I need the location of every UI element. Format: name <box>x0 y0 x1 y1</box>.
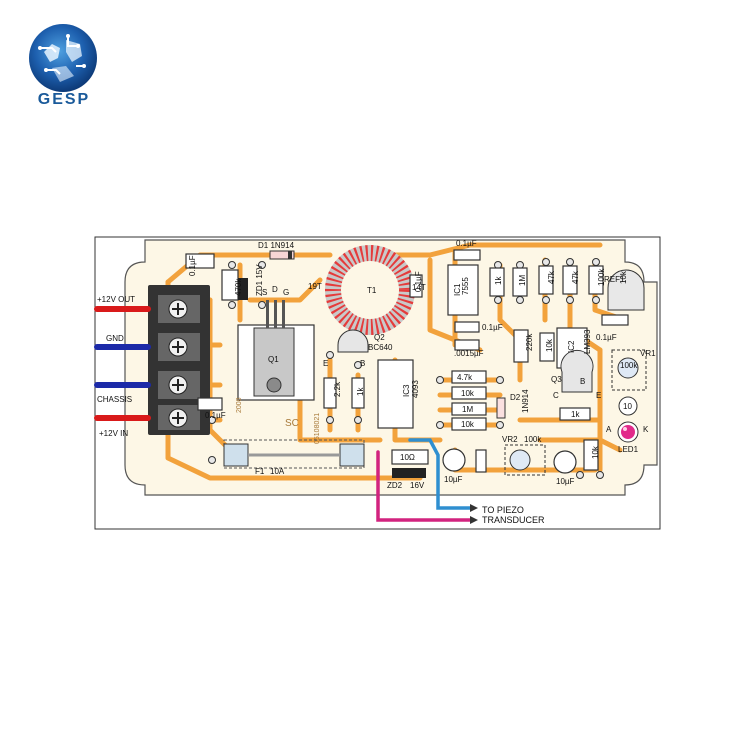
label-vr2-val: 100k <box>524 435 542 444</box>
toroid-t1 <box>325 245 415 335</box>
label-c01-c: 0.1µF <box>414 271 423 292</box>
label-q1-s: S <box>262 288 267 297</box>
label-c0015: .0015µF <box>454 349 484 358</box>
label-q1-d: D <box>272 285 278 294</box>
label-in: +12V IN <box>99 429 128 438</box>
label-q1: Q1 <box>268 355 279 364</box>
label-c10-t: 10 <box>623 402 632 411</box>
label-ic1-type: 7555 <box>461 277 470 295</box>
label-c01-a: 0.1µF <box>188 255 197 276</box>
piezo-arrow-2 <box>470 516 478 524</box>
label-q3-e: E <box>596 391 601 400</box>
piezo-arrow <box>470 504 478 512</box>
label-d2-type: 1N914 <box>521 389 530 413</box>
label-ic3: IC3 <box>402 384 411 397</box>
led1 <box>617 421 639 443</box>
label-10k-e: 10k <box>591 445 600 459</box>
label-10k-a: 10k <box>619 270 628 284</box>
label-10ohm: 10Ω <box>400 453 415 462</box>
label-2k2: 2.2k <box>333 381 342 397</box>
label-q3-c: C <box>553 391 559 400</box>
label-4k7: 4.7k <box>457 373 473 382</box>
label-q2: Q2 <box>374 333 385 342</box>
label-piezo-2: TRANSDUCER <box>482 515 545 525</box>
q2-transistor <box>337 329 369 353</box>
q3-transistor <box>560 350 594 393</box>
label-10k-b: 10k <box>545 338 554 352</box>
label-vr1-val: 100k <box>620 361 638 370</box>
label-q2-b: B <box>360 359 365 368</box>
label-470k: 470k <box>234 278 243 296</box>
piezo-leads <box>376 438 472 522</box>
label-chassis: CHASSIS <box>97 395 132 404</box>
label-220k: 220k <box>525 333 534 351</box>
label-c01-f: 0.1µF <box>205 411 226 420</box>
label-board-code: 05108021 <box>314 413 321 444</box>
capacitors <box>185 249 629 474</box>
label-q3: Q3 <box>551 375 562 384</box>
label-vr2: VR2 <box>502 435 518 444</box>
label-gnd: GND <box>106 334 124 343</box>
label-zd2: ZD2 <box>387 481 403 490</box>
label-1m-b: 1M <box>462 405 473 414</box>
label-led1: LED1 <box>618 445 639 454</box>
trimpots <box>504 349 647 476</box>
ref1-reference <box>607 269 645 311</box>
label-10k-d: 10k <box>461 420 475 429</box>
terminal-wires <box>94 306 151 421</box>
label-19t: 19T <box>308 282 322 291</box>
label-piezo-1: TO PIEZO <box>482 505 524 515</box>
label-q2-type: BC640 <box>368 343 393 352</box>
label-100k: 100k <box>597 268 606 286</box>
label-t1: T1 <box>367 286 377 295</box>
label-vr1: VR1 <box>640 349 656 358</box>
label-47k-a: 47k <box>547 270 556 284</box>
label-ic1: IC1 <box>453 283 462 296</box>
label-1k-a: 1k <box>356 387 365 396</box>
label-1k-c: 1k <box>571 410 580 419</box>
label-c10-a: 10µF <box>444 475 463 484</box>
label-10k-c: 10k <box>461 389 475 398</box>
resistors <box>221 265 604 471</box>
label-led-k: K <box>643 425 649 434</box>
diodes <box>238 250 506 478</box>
label-f1: F1 <box>255 467 265 476</box>
label-ref1: REF1 <box>604 275 625 284</box>
label-zd1: ZD1 15V <box>255 264 264 296</box>
label-q2-e: E <box>323 359 328 368</box>
label-ic3-type: 4093 <box>411 380 420 398</box>
label-f1-val: 10A <box>270 467 285 476</box>
label-c01-e: 0.1µF <box>596 333 617 342</box>
label-c10-b: 10µF <box>556 477 575 486</box>
logo-text: GESP <box>37 91 91 108</box>
label-q3-b: B <box>580 377 585 386</box>
label-14t: 14T <box>412 283 426 292</box>
label-q1-g: G <box>283 288 289 297</box>
label-c01-b: 0.1µF <box>456 239 477 248</box>
label-ic2-type: LM393 <box>583 329 592 354</box>
label-47k-b: 47k <box>571 270 580 284</box>
c10-cap <box>618 396 638 416</box>
q1-mosfet <box>237 300 315 401</box>
fuse-f1 <box>223 439 365 469</box>
ic3-chip <box>377 359 414 429</box>
label-out: +12V OUT <box>97 295 135 304</box>
label-1m-a: 1M <box>518 275 527 286</box>
label-1k-b: 1k <box>494 276 503 285</box>
label-d1: D1 1N914 <box>258 241 295 250</box>
label-year: 2008 <box>236 397 243 413</box>
label-c01-d: 0.1µF <box>482 323 503 332</box>
label-d2: D2 <box>510 393 521 402</box>
terminal-block <box>148 285 210 435</box>
label-led-a: A <box>606 425 612 434</box>
ic1-chip <box>447 264 479 316</box>
label-zd2-val: 16V <box>410 481 425 490</box>
gesp-logo <box>22 22 104 117</box>
label-ic2: IC2 <box>567 340 576 353</box>
label-sc: SC <box>285 418 299 429</box>
